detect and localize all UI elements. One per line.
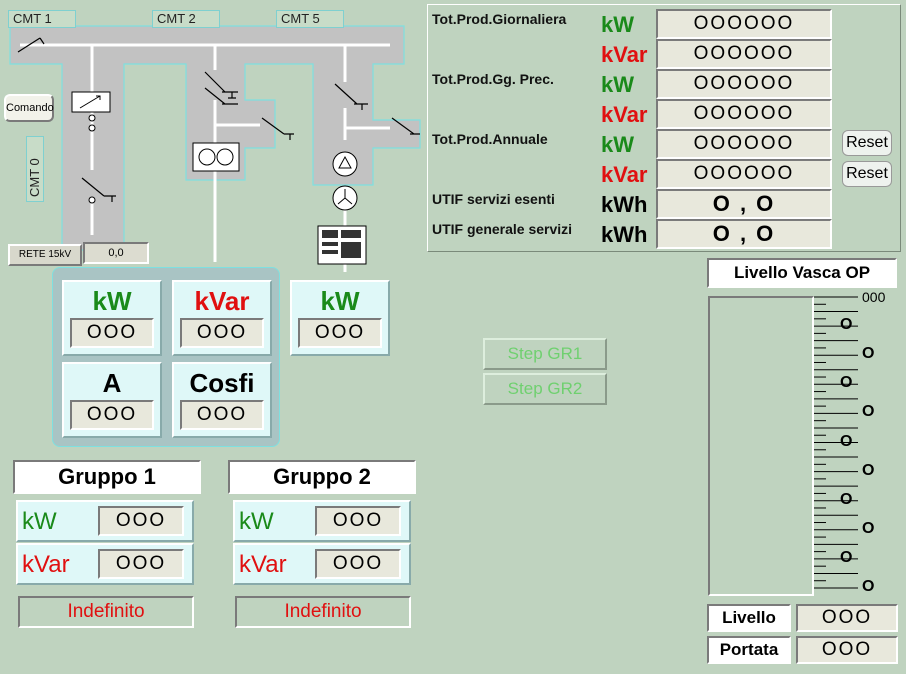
vasca-top-tick: 000 — [862, 289, 886, 305]
giornaliera-kw-unit: kW — [601, 12, 634, 37]
scale-tick-label: O — [862, 519, 875, 537]
meter-kw: kW OOO — [62, 280, 162, 356]
gruppo2-kvar-value: OOO — [315, 549, 401, 579]
tab-cmt2[interactable]: CMT 2 — [152, 10, 220, 28]
gruppo1-kvar-row: kVar OOO — [16, 543, 194, 585]
annuale-kw-value: OOOOOO — [656, 129, 832, 159]
gruppo1-kw-unit: kW — [22, 508, 57, 535]
meter-kvar: kVar OOO — [172, 280, 272, 356]
gg-prec-kvar-value: OOOOOO — [656, 99, 832, 129]
comando-button[interactable]: Comando — [4, 94, 54, 122]
portata-value: OOO — [796, 636, 898, 664]
utif-generale-label: UTIF generale servizi — [432, 221, 573, 237]
rete-label: RETE 15kV — [8, 244, 82, 266]
meter-kw-value: OOO — [70, 318, 154, 348]
gg-prec-kw-unit: kW — [601, 72, 634, 97]
scale-tick-label: O — [840, 490, 853, 508]
gruppo1-title: Gruppo 1 — [13, 460, 201, 494]
gruppo2-kw-row: kW OOO — [233, 500, 411, 542]
meter-a-label: A — [102, 368, 122, 398]
tab-cmt1[interactable]: CMT 1 — [8, 10, 76, 28]
giornaliera-kvar-unit: kVar — [601, 42, 648, 67]
annuale-label: Tot.Prod.Annuale — [432, 131, 548, 147]
gruppo2-kw-value: OOO — [315, 506, 401, 536]
annuale-kvar-value: OOOOOO — [656, 159, 832, 189]
gruppo1-kw-value: OOO — [98, 506, 184, 536]
scale-tick-label: O — [862, 461, 875, 479]
gg-prec-kvar-unit: kVar — [601, 102, 648, 127]
scale-tick-label: O — [862, 345, 875, 363]
gruppo2-kw-unit: kW — [239, 508, 274, 535]
giornaliera-kw-value: OOOOOO — [656, 9, 832, 39]
vasca-scale — [814, 296, 858, 589]
utif-esenti-unit: kWh — [601, 192, 648, 217]
vasca-title: Livello Vasca OP — [707, 258, 897, 288]
utif-esenti-value: O , O — [656, 189, 832, 219]
scale-tick-label: O — [840, 548, 853, 566]
step-gr1-button[interactable]: Step GR1 — [483, 338, 607, 370]
meter-kw-label: kW — [92, 286, 132, 316]
rete-value: 0,0 — [83, 242, 149, 264]
giornaliera-label: Tot.Prod.Giornaliera — [432, 11, 567, 27]
tab-cmt0[interactable]: CMT 0 — [26, 136, 44, 202]
annuale-kw-unit: kW — [601, 132, 634, 157]
step-gr2-button[interactable]: Step GR2 — [483, 373, 607, 405]
vasca-level-gauge — [708, 296, 814, 596]
meter-kw2-value: OOO — [298, 318, 382, 348]
utif-generale-value: O , O — [656, 219, 832, 249]
meter-a-value: OOO — [70, 400, 154, 430]
single-line-diagram — [9, 25, 421, 272]
gruppo1-kw-row: kW OOO — [16, 500, 194, 542]
meter-cosfi: Cosfi OOO — [172, 362, 272, 438]
scale-tick-label: O — [840, 374, 853, 392]
livello-value: OOO — [796, 604, 898, 632]
meter-kvar-label: kVar — [194, 286, 250, 316]
reset-button-kw[interactable]: Reset — [842, 130, 892, 156]
gruppo2-title: Gruppo 2 — [228, 460, 416, 494]
livello-label: Livello — [707, 604, 791, 632]
meter-cosfi-label: Cosfi — [189, 368, 255, 398]
giornaliera-kvar-value: OOOOOO — [656, 39, 832, 69]
gruppo1-kvar-value: OOO — [98, 549, 184, 579]
meter-cosfi-value: OOO — [180, 400, 264, 430]
scale-tick-label: O — [862, 403, 875, 421]
gg-prec-label: Tot.Prod.Gg. Prec. — [432, 71, 554, 87]
gruppo1-status: Indefinito — [18, 596, 194, 628]
gruppo2-status: Indefinito — [235, 596, 411, 628]
annuale-kvar-unit: kVar — [601, 162, 648, 187]
gruppo2-kvar-unit: kVar — [239, 551, 287, 578]
meter-kw2-label: kW — [320, 286, 360, 316]
gruppo2-kvar-row: kVar OOO — [233, 543, 411, 585]
totals-panel — [427, 4, 901, 252]
gg-prec-kw-value: OOOOOO — [656, 69, 832, 99]
gruppo1-kvar-unit: kVar — [22, 551, 70, 578]
portata-label: Portata — [707, 636, 791, 664]
reset-button-kvar[interactable]: Reset — [842, 161, 892, 187]
meter-kvar-value: OOO — [180, 318, 264, 348]
scale-tick-label: O — [840, 316, 853, 334]
meter-kw-2: kW OOO — [290, 280, 390, 356]
tab-cmt5[interactable]: CMT 5 — [276, 10, 344, 28]
meter-a: A OOO — [62, 362, 162, 438]
utif-generale-unit: kWh — [601, 222, 648, 247]
scale-tick-label: O — [840, 432, 853, 450]
scale-tick-label: O — [862, 578, 875, 595]
utif-esenti-label: UTIF servizi esenti — [432, 191, 555, 207]
